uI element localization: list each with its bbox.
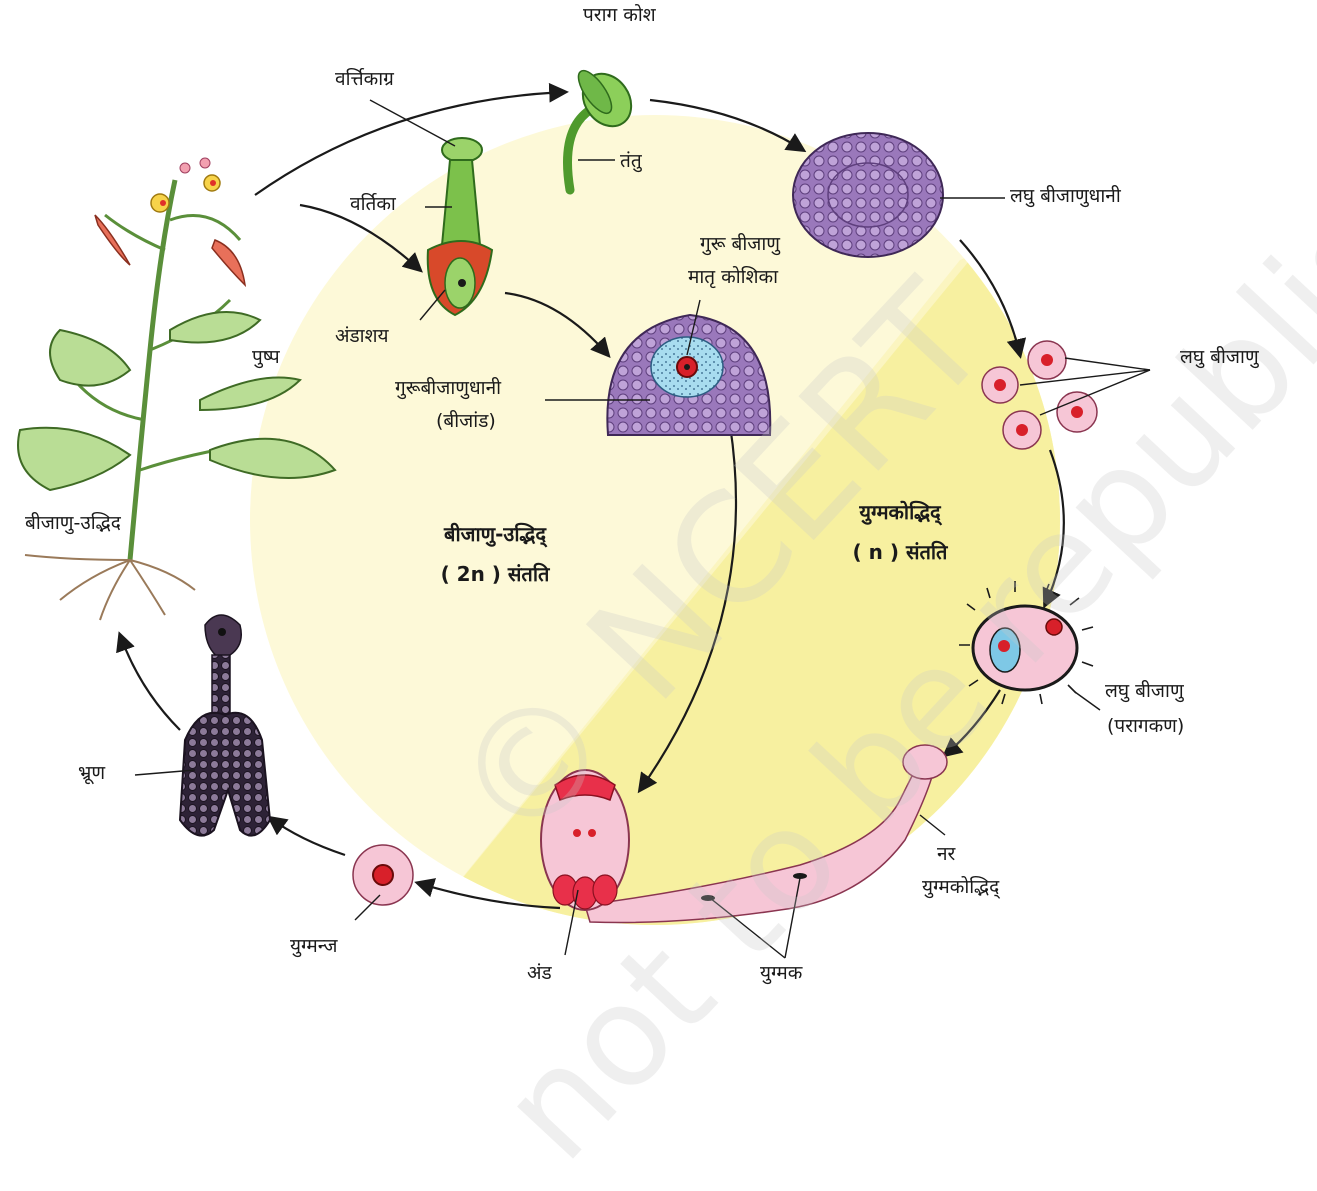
label-sporophyte-plant: बीजाणु-उद्भिद (25, 512, 121, 536)
label-male-gametophyte: युग्मकोद्भिद् (922, 876, 999, 900)
reproduction-cycle-diagram (0, 0, 1317, 992)
zygote-illustration (353, 845, 413, 905)
label-megaspore: गुरू बीजाणु (700, 233, 780, 257)
label-microsporangium: लघु बीजाणुधानी (1010, 185, 1121, 209)
label-egg: अंड (527, 962, 552, 986)
label-pollen-grain: (परागकण) (1107, 715, 1184, 739)
label-filament: तंतु (620, 150, 642, 174)
label-megasporangium: गुरूबीजाणुधानी (395, 377, 501, 401)
label-microspores: लघु बीजाणु (1180, 346, 1259, 370)
gametophyte-generation-ploidy: ( n ) संतति (815, 540, 985, 565)
embryo-illustration (180, 615, 270, 836)
label-ovule: (बीजांड) (436, 410, 496, 434)
embryo-sac-illustration (541, 770, 629, 910)
label-ovary: अंडाशय (335, 325, 389, 349)
gametophyte-generation-title: युग्मकोद्भिद् (815, 500, 985, 525)
microsporangium-illustration (793, 133, 943, 257)
sporophyte-generation-title: बीजाणु-उद्भिद् (410, 522, 580, 547)
label-style: वर्तिका (350, 193, 396, 217)
label-male: नर (937, 843, 955, 867)
label-zygote: युग्मन्ज (290, 935, 337, 959)
sporophyte-generation-ploidy: ( 2n ) संतति (410, 562, 580, 587)
label-flower: पुष्प (252, 346, 280, 370)
label-gametes: युग्मक (760, 962, 802, 986)
label-microspore-pollen: लघु बीजाणु (1105, 680, 1184, 704)
label-mother-cell: मातृ कोशिका (688, 266, 778, 290)
label-embryo: भ्रूण (78, 762, 105, 786)
label-stigma: वर्त्तिकाग्र (335, 68, 394, 92)
label-anther: पराग कोश (583, 4, 656, 28)
